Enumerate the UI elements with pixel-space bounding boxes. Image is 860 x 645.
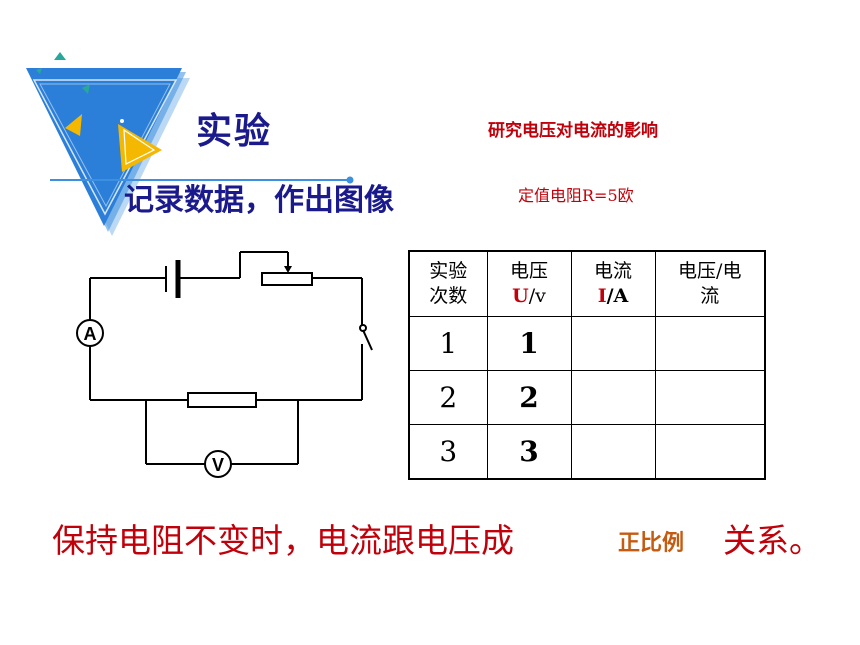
- conclusion-suffix: 关系。: [723, 521, 822, 560]
- header-voltage-symbol: U: [512, 285, 529, 307]
- header-ratio: 电压/电 流: [654, 250, 766, 317]
- conclusion-prefix: 保持电阻不变时，电流跟电压成: [52, 521, 514, 560]
- voltage-cell: 2: [486, 370, 572, 425]
- header-current-line1: 电流: [593, 260, 632, 283]
- header-current: 电流 I/A: [570, 250, 656, 317]
- resistor-note: 定值电阻R=5欧: [518, 186, 634, 205]
- header-trial: 实验 次数: [408, 250, 488, 317]
- voltage-cell: 3: [486, 424, 572, 480]
- data-table: 实验 次数 电压 U/v 电流 I/A 电压/电 流 1 1 2 2 3 3: [408, 250, 766, 480]
- ratio-cell[interactable]: [654, 316, 766, 371]
- header-voltage-unit: /v: [528, 285, 546, 307]
- research-topic: 研究电压对电流的影响: [488, 121, 658, 141]
- header-current-symbol: I: [597, 285, 607, 307]
- trial-cell: 2: [408, 370, 488, 425]
- table-row: 3 3: [408, 424, 766, 480]
- header-voltage-line1: 电压: [509, 260, 548, 283]
- ratio-cell[interactable]: [654, 424, 766, 480]
- conclusion-answer: 正比例: [618, 531, 685, 556]
- header-voltage: 电压 U/v: [486, 250, 572, 317]
- slide-title: 实验: [196, 111, 273, 152]
- trial-cell: 3: [408, 424, 488, 480]
- trial-cell: 1: [408, 316, 488, 371]
- header-current-unit: /A: [606, 285, 629, 307]
- current-cell[interactable]: [570, 424, 656, 480]
- rheostat: [261, 272, 313, 286]
- voltmeter-label: V: [212, 455, 224, 475]
- header-trial-line2: 次数: [429, 285, 468, 307]
- decorative-triangle-graphic: [26, 52, 354, 236]
- table-header-row: 实验 次数 电压 U/v 电流 I/A 电压/电 流: [408, 250, 766, 317]
- circuit-diagram: A V: [76, 251, 373, 478]
- fixed-resistor: [187, 392, 257, 408]
- current-cell[interactable]: [570, 370, 656, 425]
- voltage-cell: 1: [486, 316, 572, 371]
- table-row: 2 2: [408, 370, 766, 425]
- table-row: 1 1: [408, 316, 766, 371]
- header-trial-line1: 实验: [429, 260, 468, 283]
- header-ratio-line1: 电压/电: [678, 260, 742, 283]
- slide-subtitle: 记录数据，作出图像: [124, 183, 394, 218]
- current-cell[interactable]: [570, 316, 656, 371]
- header-ratio-line2: 流: [700, 285, 720, 307]
- voltmeter: [204, 450, 232, 478]
- ratio-cell[interactable]: [654, 370, 766, 425]
- ammeter-label: A: [84, 324, 97, 344]
